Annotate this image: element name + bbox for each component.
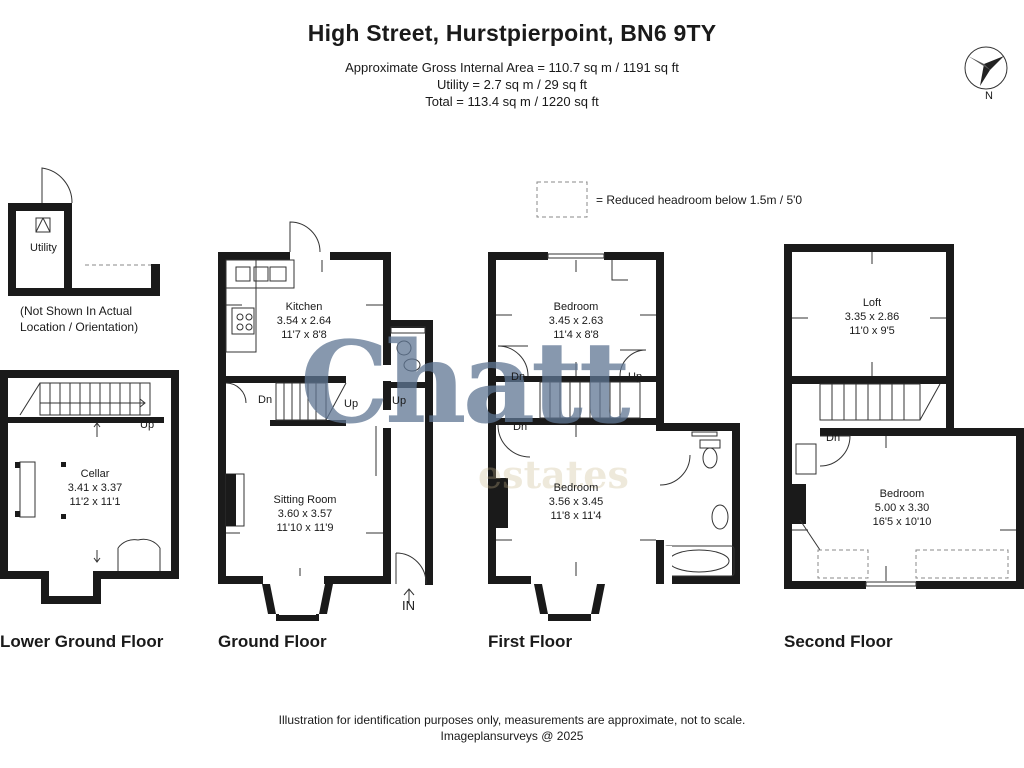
- page-title: High Street, Hurstpierpoint, BN6 9TY: [307, 20, 717, 46]
- kitchen-metric: 3.54 x 2.64: [276, 315, 332, 327]
- ground-floor-plan: [218, 221, 433, 621]
- legend-swatch: [536, 181, 588, 218]
- cellar-metric: 3.41 x 3.37: [67, 482, 123, 494]
- sitting-room-imperial: 11'10 x 11'9: [276, 522, 334, 534]
- second-floor-label: Second Floor: [784, 632, 893, 651]
- sitting-room-metric: 3.60 x 3.57: [277, 508, 333, 520]
- cellar-label: Cellar 3.41 x 3.37 11'2 x 11'1: [40, 467, 150, 509]
- ground-up-label-2: Up: [392, 395, 407, 407]
- compass-icon: [964, 46, 1008, 90]
- first-dn-label-2: Dn: [513, 421, 528, 433]
- loft-name: Loft: [862, 297, 882, 309]
- utility-note-line1: (Not Shown In Actual: [20, 304, 133, 318]
- footer-credit: Imageplansurveys @ 2025: [440, 729, 584, 743]
- first-bedroom-1-label: Bedroom 3.45 x 2.63 11'4 x 8'8: [526, 300, 626, 342]
- first-bedroom-1-name: Bedroom: [553, 301, 599, 313]
- second-bedroom-label: Bedroom 5.00 x 3.30 16'5 x 10'10: [852, 487, 952, 529]
- ground-floor-label: Ground Floor: [218, 632, 327, 651]
- watermark-sub: estates: [478, 452, 629, 497]
- footer-disclaimer: Illustration for identification purposes…: [278, 713, 746, 727]
- sitting-room-name: Sitting Room: [273, 494, 337, 506]
- first-dn-label-1: Dn: [511, 371, 526, 383]
- first-floor-label: First Floor: [488, 632, 573, 651]
- entrance-label: IN: [402, 598, 415, 613]
- first-bedroom-2-imperial: 11'8 x 11'4: [550, 510, 602, 522]
- sitting-room-label: Sitting Room 3.60 x 3.57 11'10 x 11'9: [255, 493, 355, 535]
- loft-metric: 3.35 x 2.86: [844, 311, 900, 323]
- kitchen-name: Kitchen: [285, 301, 323, 313]
- second-bedroom-name: Bedroom: [879, 488, 925, 500]
- utility-plan: [8, 167, 160, 296]
- first-up-label: Up: [628, 371, 643, 383]
- ground-up-label-1: Up: [344, 398, 359, 410]
- lower-ground-plan: [0, 370, 179, 604]
- second-floor-plan: [784, 244, 1024, 589]
- cellar-imperial: 11'2 x 11'1: [69, 496, 121, 508]
- second-bedroom-imperial: 16'5 x 10'10: [872, 516, 932, 528]
- kitchen-imperial: 11'7 x 8'8: [281, 329, 327, 341]
- loft-imperial: 11'0 x 9'5: [849, 325, 895, 337]
- total-area-text: Total = 113.4 sq m / 1220 sq ft: [425, 94, 599, 109]
- second-dn-label: Dn: [826, 432, 841, 444]
- first-bedroom-2-metric: 3.56 x 3.45: [548, 496, 604, 508]
- first-bedroom-1-imperial: 11'4 x 8'8: [553, 329, 599, 341]
- legend-text: = Reduced headroom below 1.5m / 5'0: [596, 193, 803, 207]
- utility-note-line2: Location / Orientation): [20, 320, 139, 334]
- compass-north-label: N: [985, 90, 993, 102]
- ground-dn-label: Dn: [258, 394, 273, 406]
- lower-ground-floor-label: Lower Ground Floor: [0, 632, 164, 651]
- first-bedroom-2-label: Bedroom 3.56 x 3.45 11'8 x 11'4: [526, 481, 626, 523]
- second-bedroom-metric: 5.00 x 3.30: [874, 502, 930, 514]
- kitchen-label: Kitchen 3.54 x 2.64 11'7 x 8'8: [254, 300, 354, 342]
- utility-room-name: Utility: [30, 242, 57, 254]
- watermark-brand: Chatt: [300, 318, 631, 449]
- gross-area-text: Approximate Gross Internal Area = 110.7 …: [345, 60, 679, 75]
- lower-ground-stairs-up: Up: [140, 419, 155, 431]
- utility-area-text: Utility = 2.7 sq m / 29 sq ft: [437, 77, 587, 92]
- first-bedroom-1-metric: 3.45 x 2.63: [548, 315, 604, 327]
- cellar-name: Cellar: [80, 468, 110, 480]
- loft-label: Loft 3.35 x 2.86 11'0 x 9'5: [822, 296, 922, 338]
- first-floor-plan: [488, 252, 740, 621]
- first-bedroom-2-name: Bedroom: [553, 482, 599, 494]
